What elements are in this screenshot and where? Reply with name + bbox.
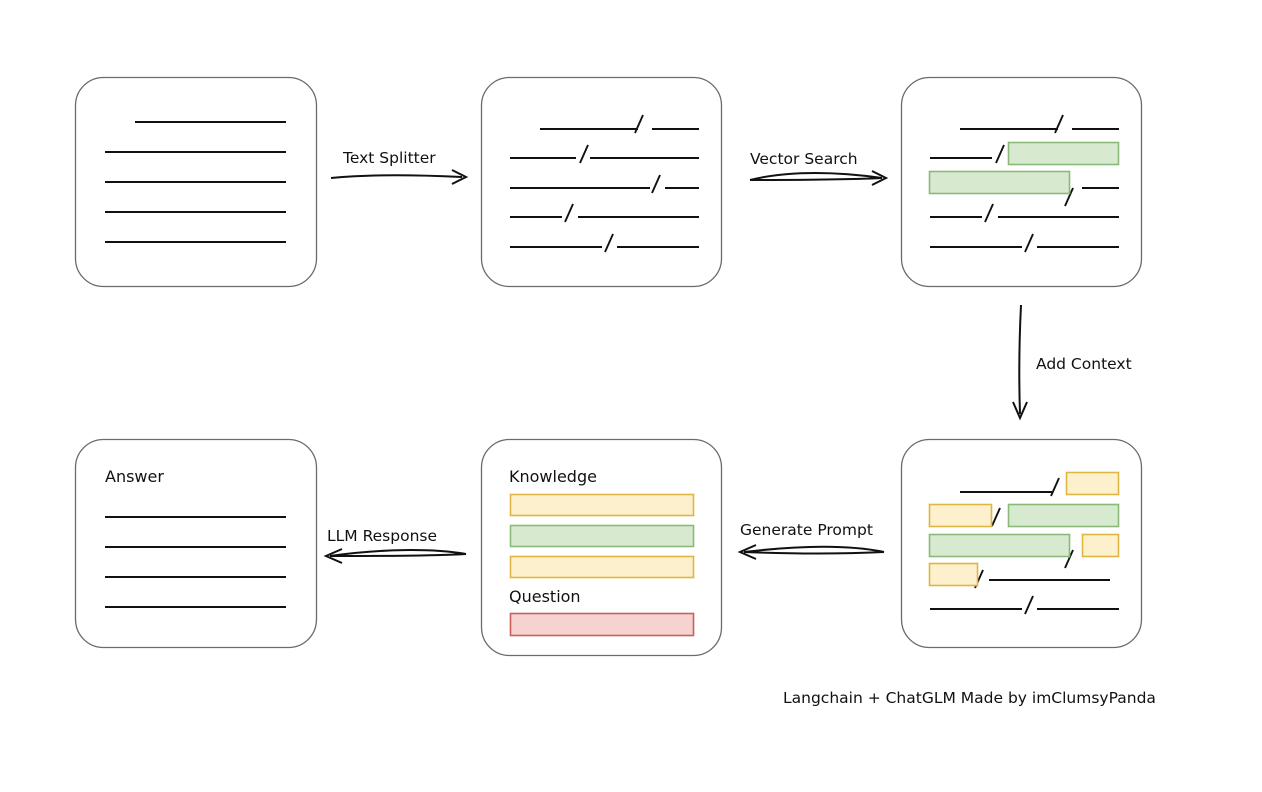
context-chunks-lines [930,477,1119,615]
prompt-heading-question: Question [509,587,581,606]
node-prompt[interactable] [480,438,723,657]
source-document-lines [105,121,286,243]
question-bar-red [509,612,695,637]
node-answer[interactable] [74,438,318,649]
knowledge-bar-yellow [509,493,695,517]
highlight-green [928,533,1071,558]
arrow-label-generate-prompt: Generate Prompt [740,521,873,539]
answer-lines [105,516,286,608]
answer-heading: Answer [105,467,164,486]
highlight-yellow [1081,533,1120,558]
knowledge-bar-green [509,524,695,548]
vector-matches-highlights [928,141,1120,195]
footer-credit: Langchain + ChatGLM Made by imClumsyPand… [783,689,1156,707]
arrow-label-add-context: Add Context [1036,355,1132,373]
highlight-yellow [928,503,993,528]
highlight-green [928,170,1071,195]
highlight-green [1007,503,1120,528]
vector-matches-lines [930,114,1119,253]
prompt-heading-knowledge: Knowledge [509,467,597,486]
arrow-add-context [1012,304,1028,421]
arrow-text-splitter [330,169,469,185]
node-split-chunks[interactable] [480,76,723,288]
knowledge-bar-yellow [509,555,695,579]
arrow-vector-search [749,170,889,186]
highlight-yellow [928,562,979,587]
highlight-green [1007,141,1120,166]
arrow-generate-prompt [737,544,885,560]
prompt-bars [509,493,695,637]
context-chunks-highlights [928,471,1120,587]
split-chunks-lines [510,114,699,253]
arrow-label-llm-response: LLM Response [327,527,437,545]
highlight-yellow [1065,471,1120,496]
arrow-label-vector-search: Vector Search [750,150,858,168]
arrow-llm-response [323,548,467,564]
arrow-label-text-splitter: Text Splitter [342,149,436,167]
